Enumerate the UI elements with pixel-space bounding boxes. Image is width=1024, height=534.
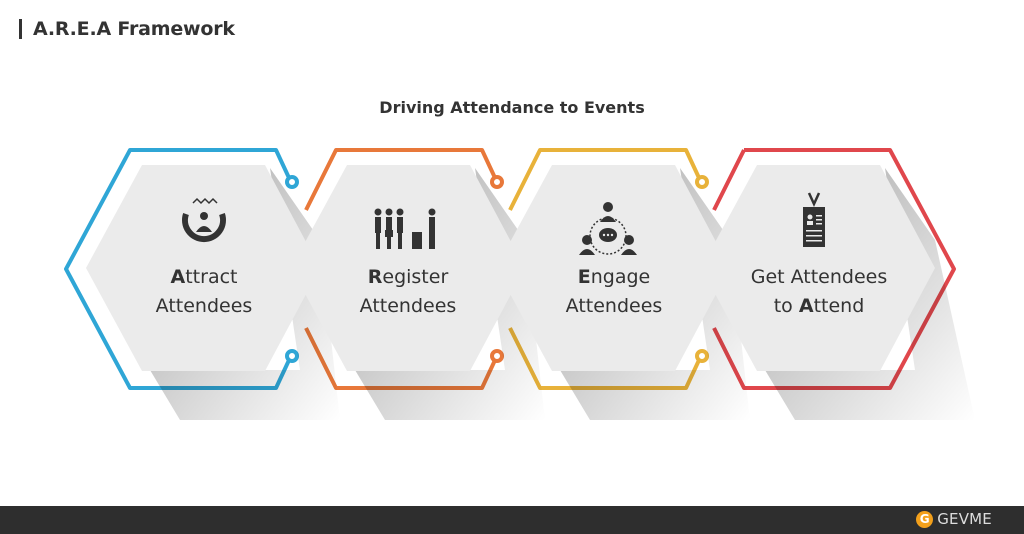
page-title: A.R.E.A Framework xyxy=(19,17,235,41)
step-engage-label: Engage Attendees xyxy=(514,263,714,321)
brand-logo: G GEVME xyxy=(916,510,992,528)
page-title-text: A.R.E.A Framework xyxy=(33,18,235,40)
step-text: ttract xyxy=(185,266,238,288)
step-register-label: Register Attendees xyxy=(308,263,508,321)
footer-bar: G GEVME xyxy=(0,506,1024,534)
step-initial: R xyxy=(367,266,383,288)
step-text: ngage xyxy=(590,266,651,288)
hex-register xyxy=(291,165,525,371)
brand-mark-icon: G xyxy=(916,510,934,528)
brand-name: GEVME xyxy=(937,510,992,528)
step-text: egister xyxy=(382,266,449,288)
diagram-subtitle: Driving Attendance to Events xyxy=(379,98,645,117)
hex-attract xyxy=(86,165,320,371)
step-text: Attendees xyxy=(565,295,663,317)
title-accent-bar xyxy=(19,19,22,39)
step-text: Attendees xyxy=(359,295,457,317)
registration-queue-icon xyxy=(374,208,436,249)
step-text: ttend xyxy=(813,295,865,317)
group-chat-icon xyxy=(579,202,637,255)
hex-engage xyxy=(496,165,730,371)
step-attract-label: Attract Attendees xyxy=(104,263,304,321)
step-text: Get Attendees xyxy=(750,266,888,288)
step-text: Attendees xyxy=(155,295,253,317)
step-initial: A xyxy=(170,266,186,288)
hex-attend xyxy=(701,165,935,371)
step-initial: E xyxy=(577,266,591,288)
target-person-icon xyxy=(182,197,226,243)
step-attend-label: Get Attendees to Attend xyxy=(719,263,919,321)
step-text: to xyxy=(773,295,799,317)
step-initial: A xyxy=(798,295,814,317)
badge-lanyard-icon xyxy=(803,192,825,247)
